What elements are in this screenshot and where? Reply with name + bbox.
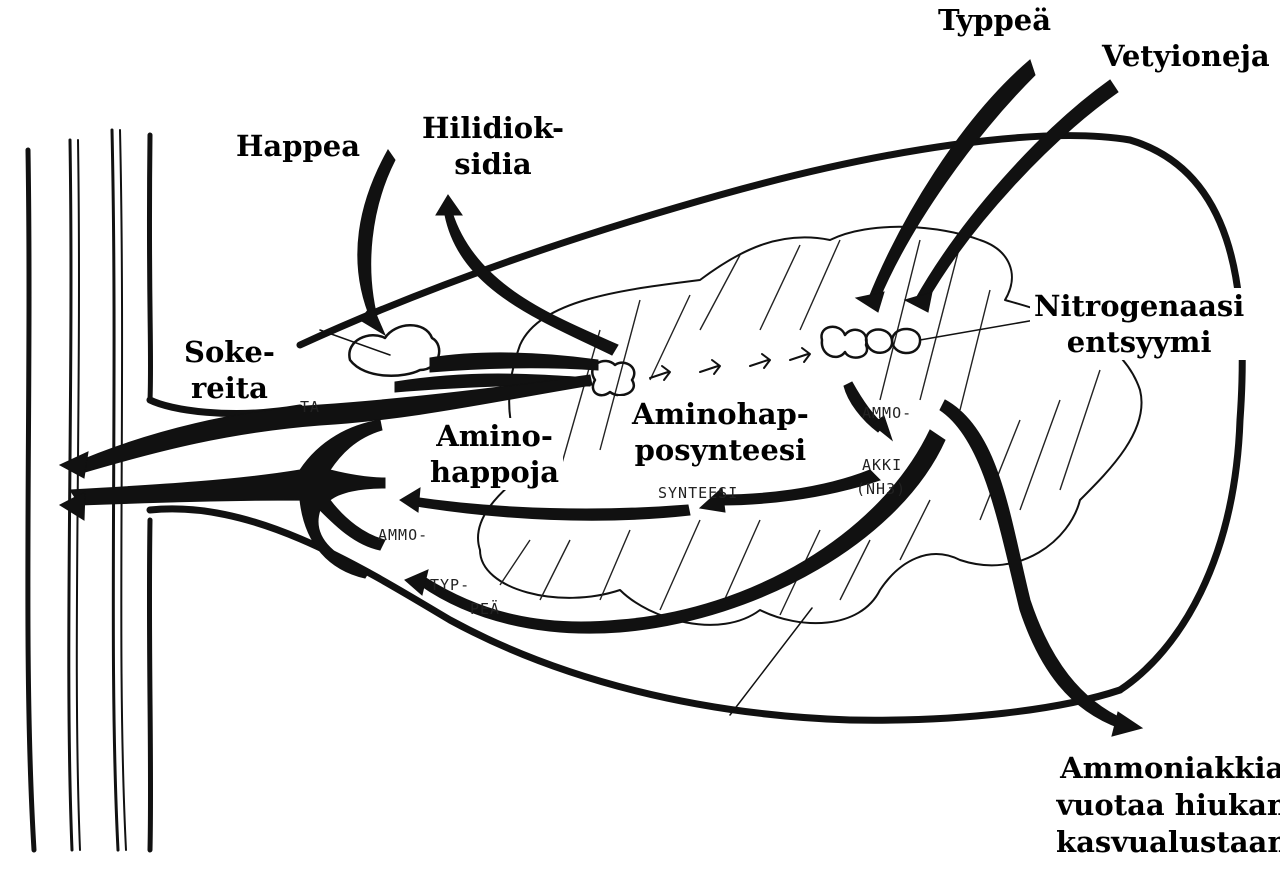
label-ammoniakkia: Ammoniakkia vuotaa hiukan kasvualustaan <box>1052 750 1280 861</box>
label-hilidioksidia: Hilidiok- sidia <box>418 110 568 182</box>
label-typpea: Typpeä <box>934 2 1055 38</box>
electron-flow-arrows <box>650 348 810 380</box>
sketch-text-pea: PEÄ <box>470 599 500 618</box>
label-aminohappoja-line-1: Amino- <box>430 418 559 454</box>
sketch-text-ammo-left: AMMO- <box>378 526 428 544</box>
label-ammoniakkia-line-2: vuotaa hiukan <box>1056 787 1280 824</box>
label-ammoniakkia-line-3: kasvualustaan <box>1056 824 1280 861</box>
label-nitrogenaasi-line-2: entsyymi <box>1034 324 1244 360</box>
sketch-text-ta: TA <box>300 398 320 416</box>
sketch-text-ammo-right: AMMO- <box>862 404 912 422</box>
label-vetyioneja: Vetyioneja <box>1098 38 1274 74</box>
sketch-text-akki: AKKI <box>862 456 902 474</box>
label-sokereita-line-2: reita <box>184 370 275 406</box>
label-happea: Happea <box>234 128 362 164</box>
label-sokereita: Soke- reita <box>180 334 279 406</box>
label-aminohappoja: Amino- happoja <box>426 418 563 490</box>
label-aminohapposynteesi: Aminohap- posynteesi <box>618 396 823 468</box>
label-nitrogenaasi: Nitrogenaasi entsyymi <box>1030 288 1248 360</box>
sketch-text-synteesi: SYNTEESI <box>658 484 738 502</box>
label-sokereita-line-1: Soke- <box>184 334 275 370</box>
sketch-text-nh3: (NH3) <box>856 480 906 498</box>
label-aminohapposynteesi-line-2: posynteesi <box>632 432 809 468</box>
label-aminohapposynteesi-line-1: Aminohap- <box>632 396 809 432</box>
label-ammoniakkia-line-1: Ammoniakkia <box>1056 750 1280 787</box>
label-hilidioksidia-line-2: sidia <box>422 146 564 182</box>
label-nitrogenaasi-line-1: Nitrogenaasi <box>1034 288 1244 324</box>
sketch-text-typ: TYP- <box>430 576 470 594</box>
label-aminohappoja-line-2: happoja <box>430 454 559 490</box>
label-hilidioksidia-line-1: Hilidiok- <box>422 110 564 146</box>
